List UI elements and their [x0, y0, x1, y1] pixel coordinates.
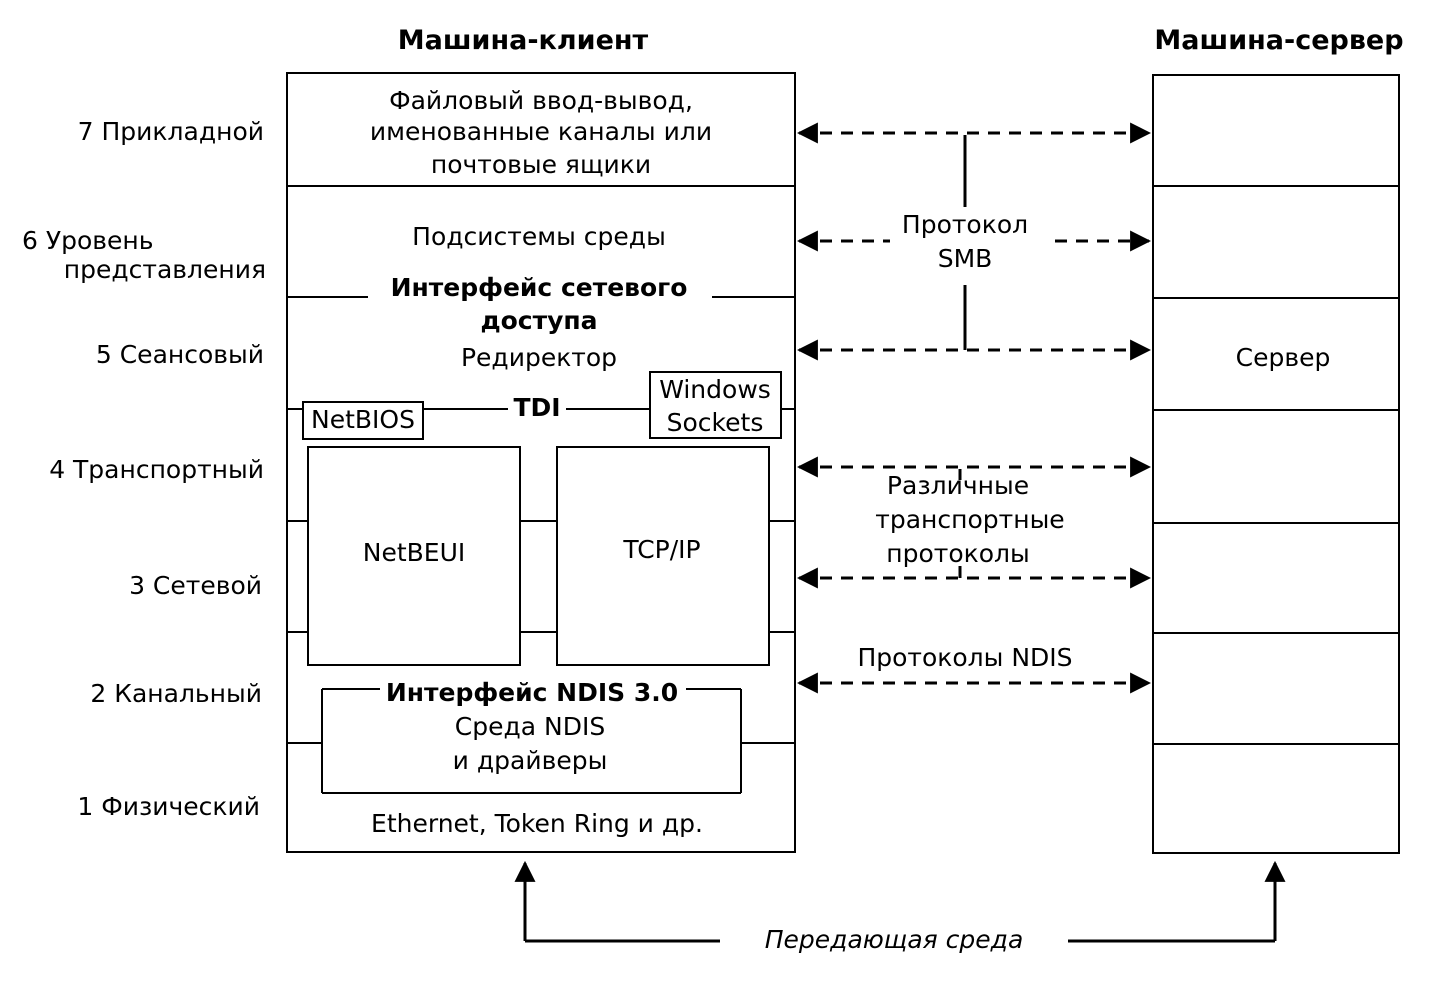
layer-label-2: 2 Канальный [90, 679, 262, 708]
winsock-box [649, 371, 782, 439]
server-title: Машина-сервер [1154, 25, 1404, 56]
app-io-line1: Файловый ввод-вывод, [389, 86, 693, 115]
transmission-medium-label: Передающая среда [764, 925, 1024, 954]
app-io-line2: именованные каналы или [369, 117, 713, 146]
transport-protocols-line1: Различные [886, 471, 1030, 500]
netbeui-label: NetBEUI [362, 538, 466, 567]
environment-subsystems: Подсистемы среды [412, 222, 666, 251]
physical-media-label: Ethernet, Token Ring и др. [371, 809, 703, 838]
winsock-label-line2: Sockets [666, 408, 764, 437]
ndis-env-line2: и драйверы [452, 746, 608, 775]
transport-protocols-line2: транспортные [875, 505, 1065, 534]
smb-protocol-line2: SMB [931, 244, 999, 274]
transport-protocols-line3: протоколы [886, 539, 1030, 568]
server-stack-box [1152, 74, 1400, 854]
winsock-label-line1: Windows [659, 375, 771, 404]
ndis-protocols-label: Протоколы NDIS [857, 643, 1073, 672]
layer-label-5: 5 Сеансовый [95, 340, 264, 369]
tcpip-box [556, 446, 770, 666]
tcpip-label: TCP/IP [623, 535, 701, 564]
ndis-env-line1: Среда NDIS [454, 712, 606, 741]
ndis-interface-label: Интерфейс NDIS 3.0 [385, 678, 679, 707]
layer-label-6-line1: 6 Уровень [22, 226, 154, 255]
redirector: Редиректор [460, 343, 618, 372]
layer-label-4: 4 Транспортный [49, 455, 264, 484]
layer-label-6-line2: представления [63, 255, 266, 284]
client-stack-box [286, 72, 796, 853]
server-label: Сервер [1235, 343, 1331, 372]
net-access-interface-line1: Интерфейс сетевого [390, 273, 688, 302]
app-io-line3: почтовые ящики [430, 150, 652, 179]
netbios-label: NetBIOS [311, 405, 415, 434]
layer-label-3: 3 Сетевой [129, 571, 262, 600]
net-access-interface-line2: доступа [480, 306, 598, 335]
netbios-box [302, 401, 424, 440]
smb-protocol-line1: Протокол [895, 210, 1035, 240]
netbeui-box [307, 446, 521, 666]
layer-label-7: 7 Прикладной [77, 117, 264, 146]
layer-label-1: 1 Физический [77, 792, 260, 821]
tdi-label: TDI [513, 393, 561, 422]
client-title: Машина-клиент [397, 25, 649, 56]
